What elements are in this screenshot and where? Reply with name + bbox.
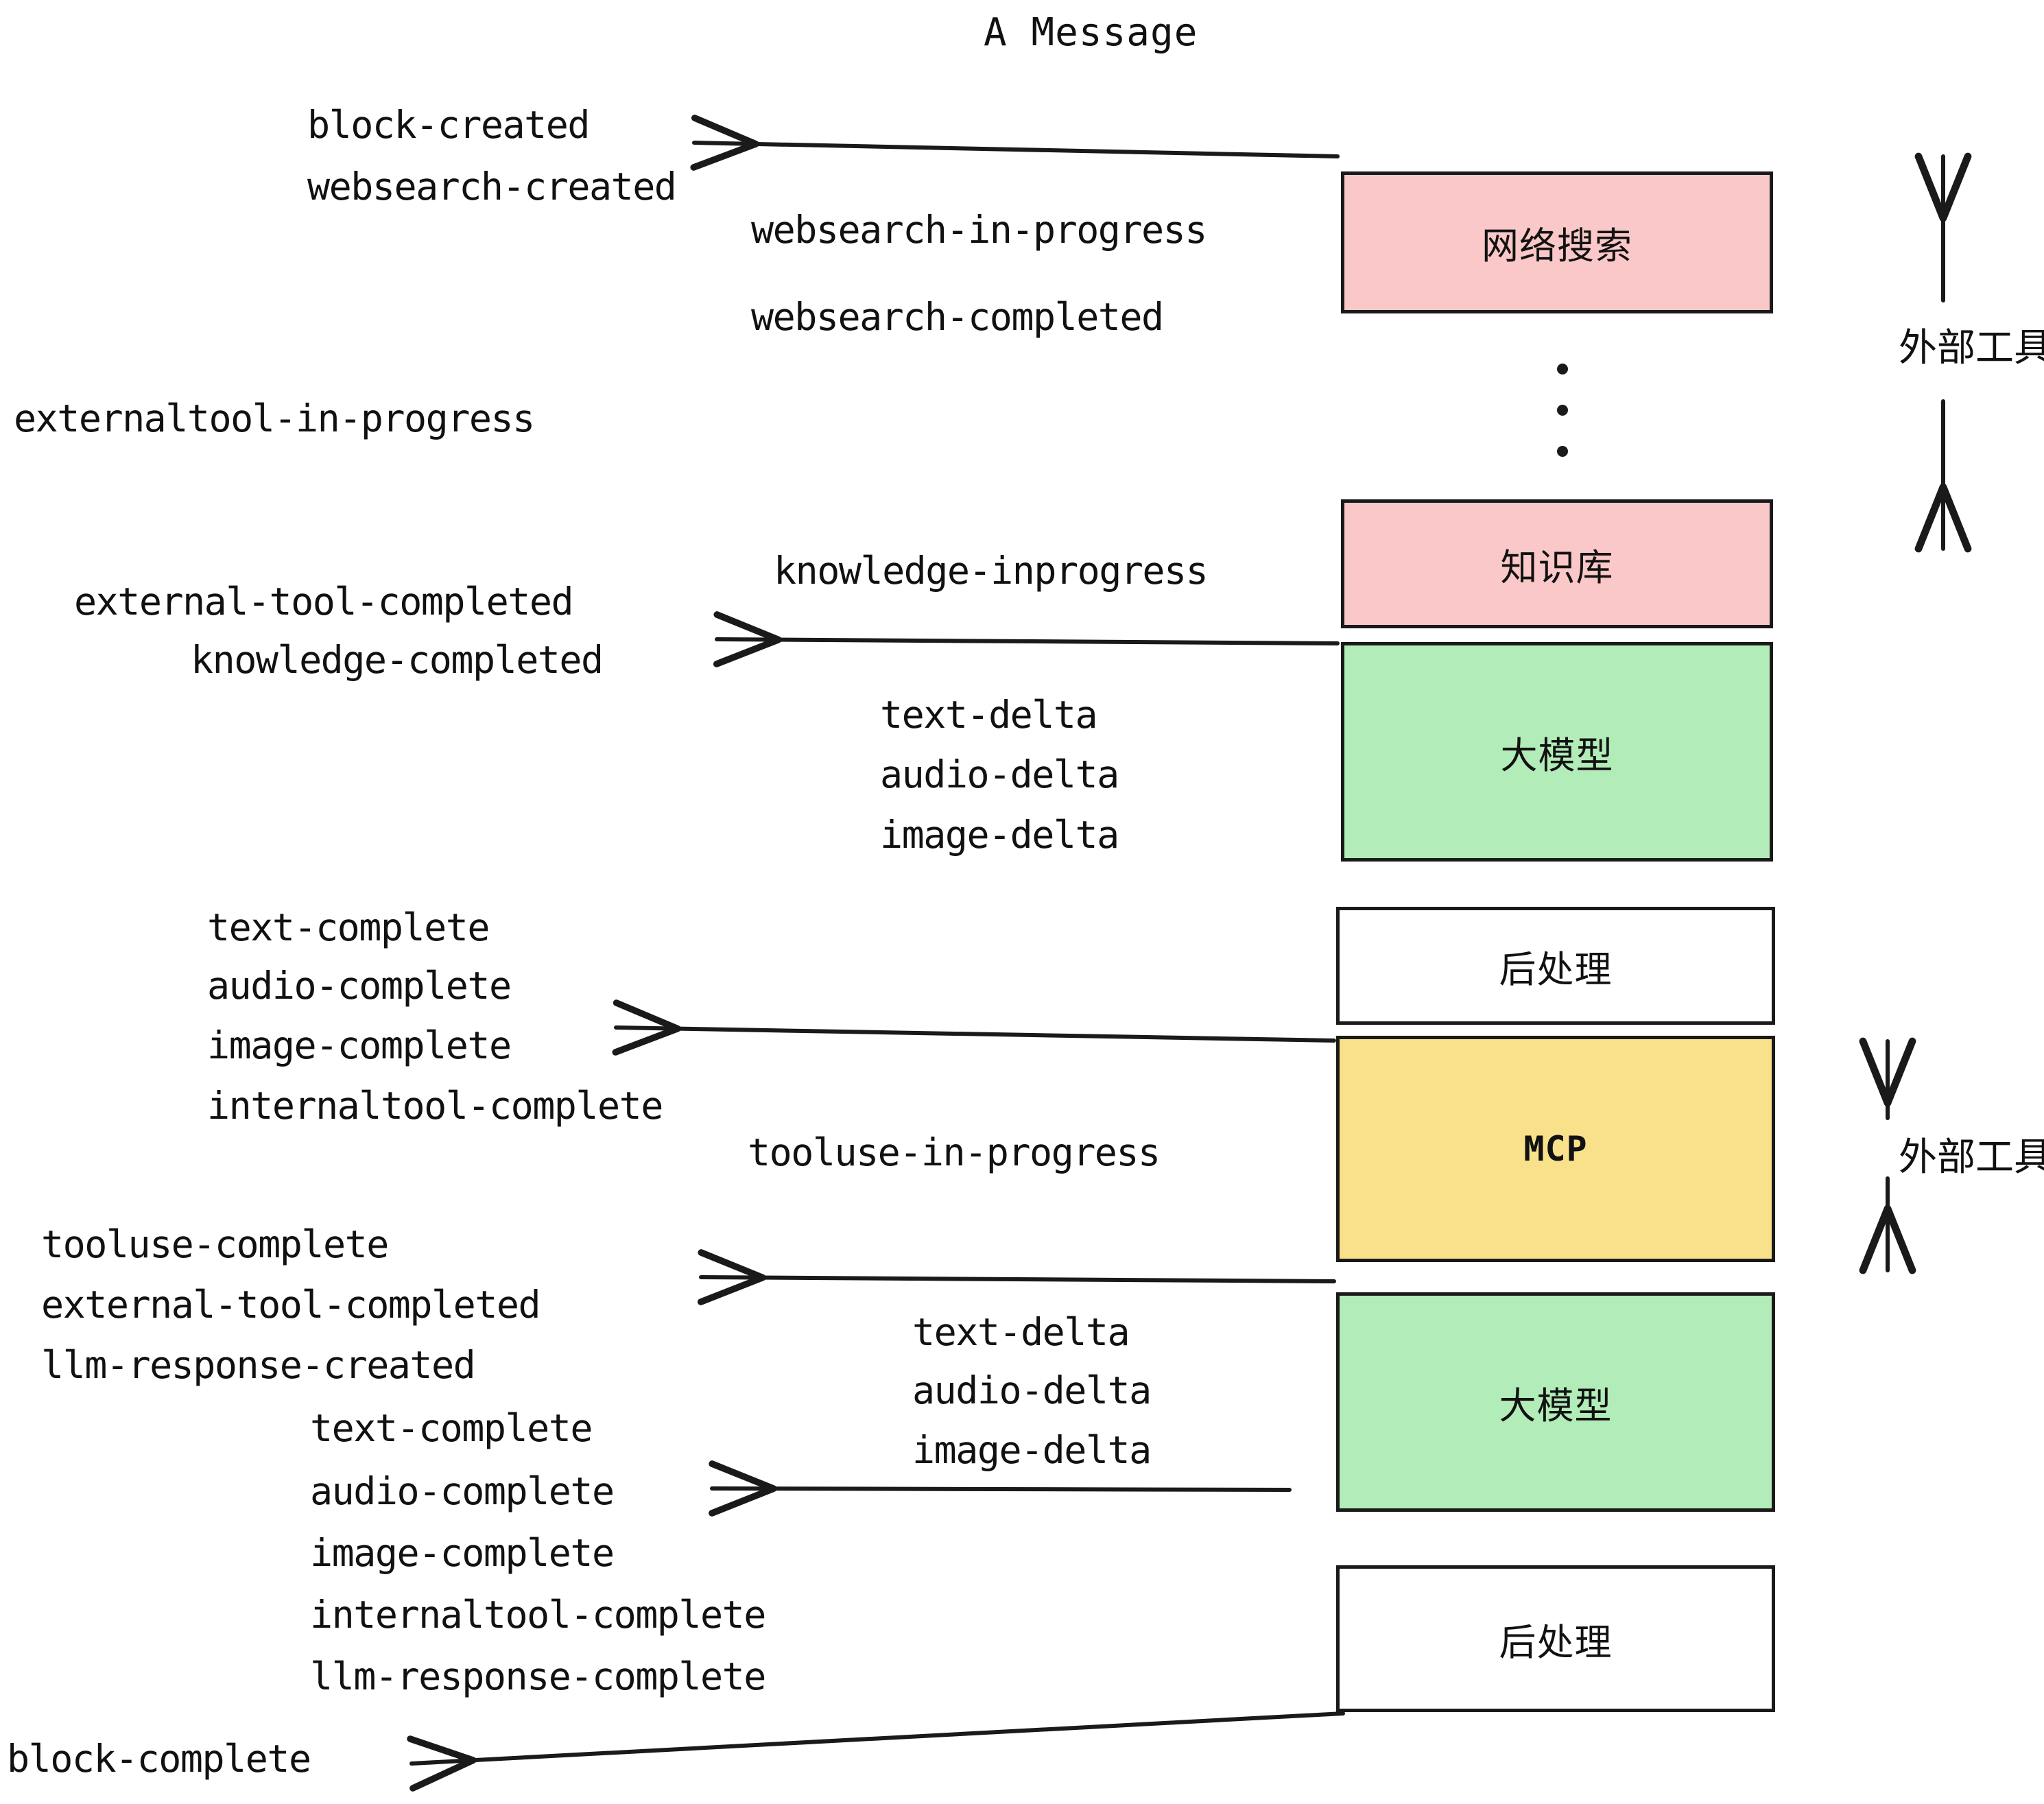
node-box-mcp: MCP [1336, 1036, 1775, 1262]
node-box-websearch: 网络搜索 [1341, 171, 1773, 313]
event-label-text-delta-2: text-delta [912, 1310, 1130, 1354]
event-label-audio-delta-1: audio-delta [880, 752, 1119, 796]
event-label-websearch-created: websearch-created [307, 165, 677, 209]
arrow-audio-complete [709, 1460, 1292, 1517]
event-label-llm-response-created: llm-response-created [41, 1343, 476, 1387]
page-title: A Message [984, 10, 1198, 55]
event-label-audio-delta-2: audio-delta [912, 1368, 1152, 1412]
arrow-block-created [690, 115, 1340, 171]
arrow-block-complete [407, 1711, 1345, 1792]
node-box-label: 大模型 [1500, 733, 1614, 777]
event-label-websearch-completed: websearch-completed [751, 295, 1164, 339]
arrow-tooluse-complete [697, 1249, 1336, 1305]
side-label-external-tool-bottom: 外部工具 [1899, 1135, 2044, 1180]
event-label-tooluse-complete: tooluse-complete [41, 1222, 389, 1266]
node-box-label: 后处理 [1499, 947, 1613, 991]
node-box-llm-bottom: 大模型 [1336, 1292, 1775, 1512]
node-box-label: MCP [1523, 1129, 1588, 1169]
side-label-external-tool-top: 外部工具 [1899, 326, 2044, 370]
arrow-image-complete [612, 999, 1336, 1056]
node-box-label: 网络搜索 [1482, 224, 1632, 268]
event-label-audio-complete-2: audio-complete [310, 1469, 615, 1513]
event-label-text-complete-1: text-complete [207, 905, 490, 949]
ellipsis-dot [1557, 364, 1568, 375]
event-label-llm-response-complete: llm-response-complete [310, 1654, 766, 1698]
node-box-label: 后处理 [1499, 1620, 1613, 1664]
event-label-internaltool-complete-1: internaltool-complete [207, 1084, 663, 1128]
event-label-knowledge-inprogress: knowledge-inprogress [774, 549, 1209, 593]
event-label-knowledge-completed: knowledge-completed [191, 638, 604, 682]
node-box-postprocess-bottom: 后处理 [1336, 1565, 1775, 1712]
event-label-external-tool-completed-2: external-tool-completed [41, 1283, 541, 1327]
event-label-image-complete-2: image-complete [310, 1531, 615, 1575]
event-label-text-delta-1: text-delta [880, 693, 1098, 737]
ellipsis-dot [1557, 405, 1568, 416]
event-label-audio-complete-1: audio-complete [207, 964, 512, 1008]
event-label-text-complete-2: text-complete [310, 1406, 593, 1450]
event-label-block-created: block-created [307, 103, 590, 147]
node-box-knowledge: 知识库 [1341, 499, 1773, 628]
event-label-image-delta-2: image-delta [912, 1428, 1152, 1472]
event-label-image-complete-1: image-complete [207, 1023, 512, 1067]
event-label-tooluse-in-progress: tooluse-in-progress [748, 1130, 1161, 1174]
event-label-image-delta-1: image-delta [880, 813, 1119, 857]
arrow-knowledge-completed [713, 611, 1340, 667]
flow-arrow-group [407, 115, 1345, 1792]
event-label-external-tool-completed-1: external-tool-completed [74, 580, 574, 624]
event-label-externaltool-in-progress: externaltool-in-progress [14, 396, 535, 440]
node-box-label: 大模型 [1499, 1384, 1613, 1427]
node-box-postprocess-top: 后处理 [1336, 907, 1775, 1025]
ellipsis-dot [1557, 446, 1568, 457]
event-label-websearch-in-progress: websearch-in-progress [751, 208, 1207, 252]
event-label-internaltool-complete-2: internaltool-complete [310, 1593, 766, 1637]
ellipsis-dots [1557, 364, 1568, 457]
event-label-block-complete: block-complete [7, 1737, 311, 1781]
node-box-label: 知识库 [1500, 545, 1614, 589]
node-box-llm-top: 大模型 [1341, 642, 1773, 862]
